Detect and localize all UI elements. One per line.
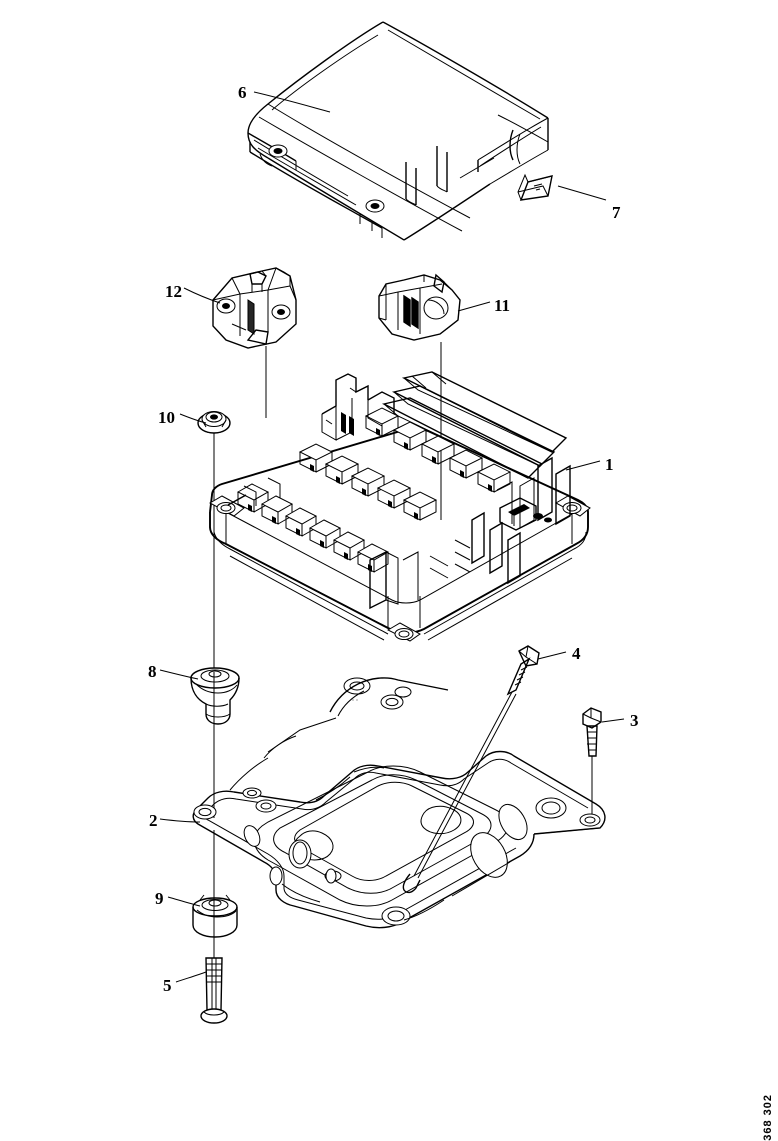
part-grommet-upper [191,668,239,724]
callout-11: 11 [494,297,510,314]
part-cover-lid [248,22,548,240]
callout-4: 4 [572,645,581,662]
part-hex-bolt [583,708,601,816]
fuse-row-front [238,484,388,572]
part-threaded-bolt [201,958,227,1023]
callout-7: 7 [612,204,621,221]
callout-2: 2 [149,812,158,829]
callout-6: 6 [238,84,247,101]
callout-8: 8 [148,663,157,680]
callout-12: 12 [165,283,182,300]
part-fuse-relay-box [210,372,590,641]
callout-3: 3 [630,712,639,729]
callout-5: 5 [163,977,172,994]
callout-10: 10 [158,409,175,426]
part-grommet-lower [193,895,237,937]
leader-lines [160,92,624,982]
callout-9: 9 [155,890,164,907]
fuse-row-middle [300,444,436,520]
drawing-number: 368 302 [762,1094,774,1141]
callout-1: 1 [605,456,614,473]
exploded-diagram-svg [0,0,778,1100]
part-base-bracket-gasket [193,678,605,928]
part-small-clip [518,175,552,200]
diagram-sheet: 6 7 12 11 10 1 4 8 3 2 9 5 368 302 [0,0,778,1100]
box-right-fins [430,513,520,583]
part-relay-connector-left [213,268,296,418]
